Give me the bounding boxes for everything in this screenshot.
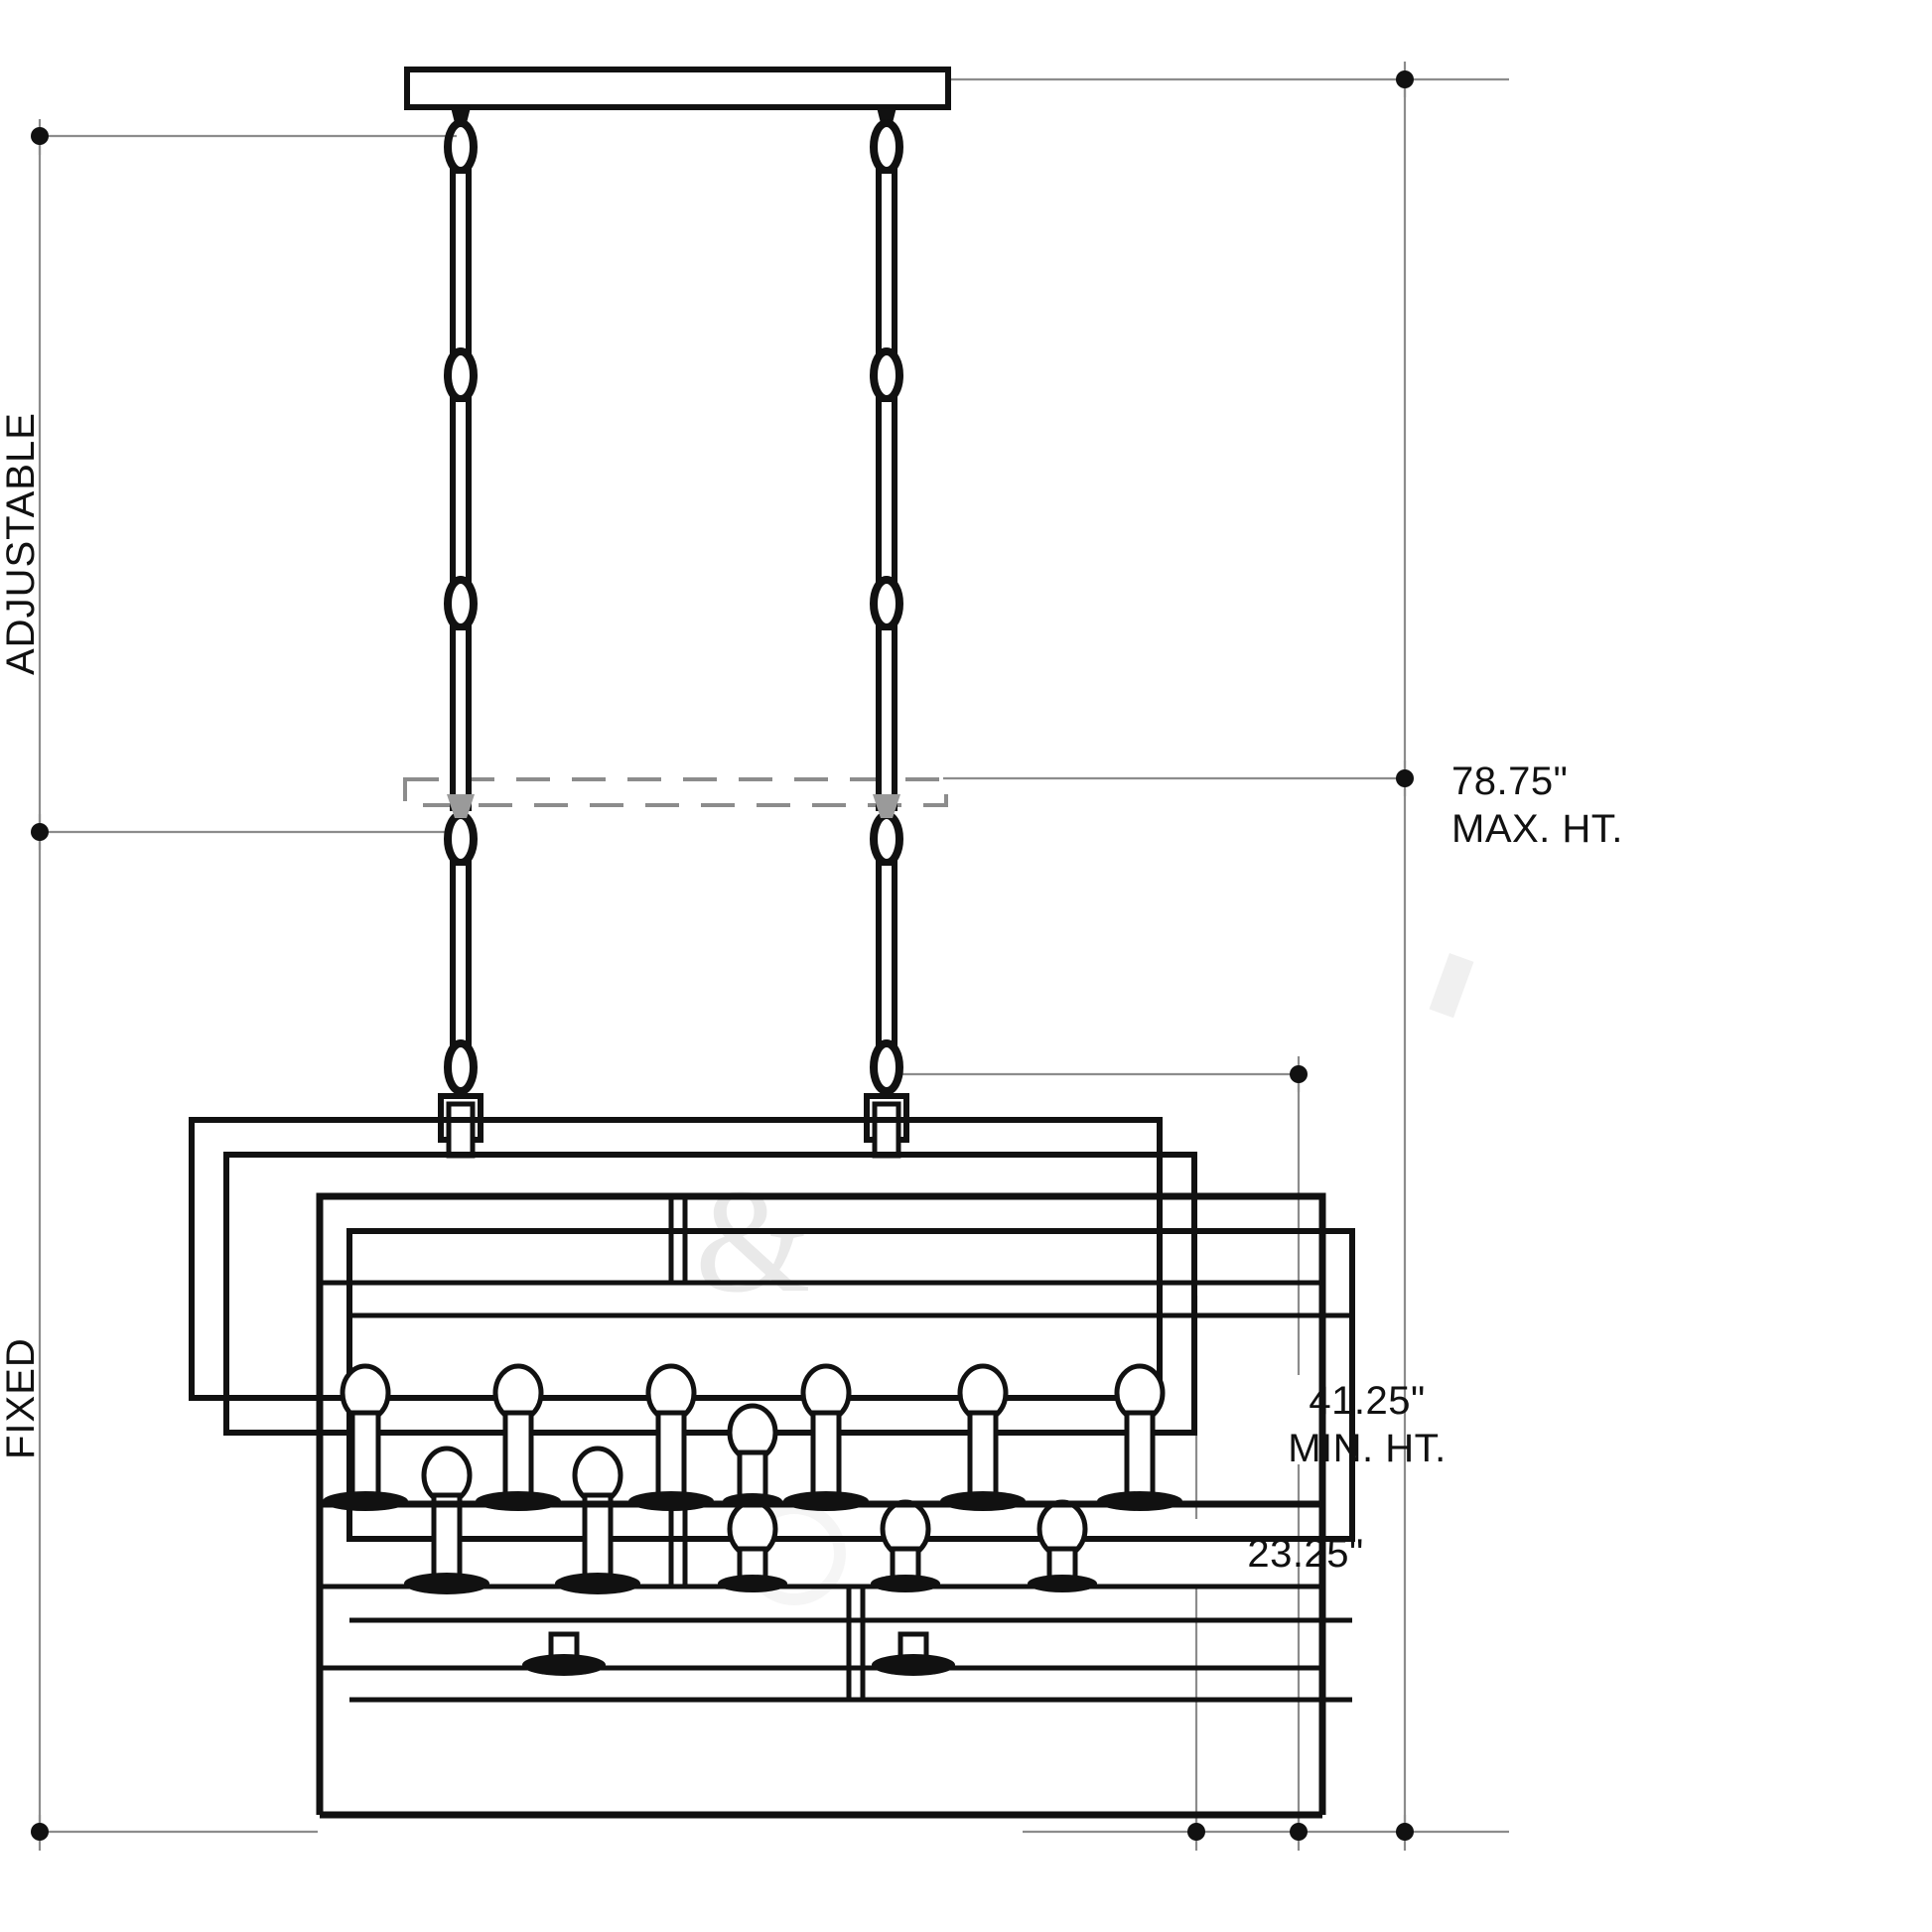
endpoint-dot-adjustable-top <box>31 127 49 145</box>
right-chain-rod-3 <box>876 624 897 811</box>
bulb-sleeve <box>431 1492 463 1584</box>
bulb-bobeche <box>718 1575 787 1592</box>
right-chain-connector-inner <box>872 1101 901 1159</box>
right-ghost-hanger <box>873 794 900 818</box>
bulb-bobeche <box>522 1654 606 1676</box>
bulb-sleeve <box>1124 1410 1156 1501</box>
bulb-sleeve <box>737 1449 768 1501</box>
left-chain-hanger <box>451 107 471 123</box>
left-chain-rod-4 <box>450 860 472 1046</box>
endpoint-dot-min-bottom <box>1290 1823 1308 1841</box>
bulb <box>323 1363 408 1511</box>
dimension-min-caption: MIN. HT. <box>1288 1427 1447 1470</box>
bulb-sleeve <box>349 1410 381 1501</box>
side-labels-group: ADJUSTABLE FIXED <box>0 412 43 1459</box>
endpoint-dot-max-bottom <box>1396 1823 1414 1841</box>
frame-front-overlay <box>316 1192 1326 1508</box>
bulb <box>404 1446 489 1594</box>
bulb <box>1028 1499 1097 1592</box>
right-chain-rod-2 <box>876 396 897 583</box>
bulb-bobeche <box>1028 1575 1097 1592</box>
label-adjustable: ADJUSTABLE <box>0 412 43 675</box>
watermark-ampersand: & <box>695 1159 811 1323</box>
endpoint-dot-adjustable-bottom <box>31 823 49 841</box>
dimension-max-caption: MAX. HT. <box>1451 807 1623 851</box>
bulb <box>871 1499 940 1592</box>
left-ghost-hanger <box>447 794 475 818</box>
frame-outer-inner <box>223 1152 1197 1436</box>
watermark-group: & <box>695 953 1474 1605</box>
bulb <box>522 1631 606 1676</box>
dimension-endpoints-group <box>31 70 1414 1841</box>
endpoint-dot-fixed-bottom <box>31 1823 49 1841</box>
right-chain-rod-1 <box>876 168 897 354</box>
canopy <box>404 67 951 110</box>
label-fixed: FIXED <box>0 1337 43 1459</box>
bulb <box>718 1499 787 1592</box>
endpoint-dot-max-mid <box>1396 769 1414 787</box>
bulb-bobeche <box>404 1573 489 1594</box>
right-chain-hanger <box>877 107 897 123</box>
left-chain-rod-3 <box>450 624 472 811</box>
bulb <box>872 1631 955 1676</box>
dimension-max-value: 78.75" <box>1451 759 1568 803</box>
bulb-bobeche <box>872 1654 955 1676</box>
bulb-bobeche <box>871 1575 940 1592</box>
watermark-mark <box>1429 953 1474 1019</box>
bulb-sleeve <box>582 1492 614 1584</box>
bulb-bobeche <box>555 1573 640 1594</box>
right-chain <box>864 107 909 1159</box>
left-chain-rod-1 <box>450 168 472 354</box>
endpoint-dot-body-bottom <box>1187 1823 1205 1841</box>
bulb-sleeve <box>810 1410 842 1501</box>
ghost-canopy <box>403 777 948 807</box>
endpoint-dot-min-top <box>1290 1065 1308 1083</box>
dimension-text-group: 78.75" MAX. HT. 41.25" MIN. HT. 23.25" <box>1247 759 1623 1576</box>
right-chain-rod-4 <box>876 860 897 1046</box>
canopy-plate <box>404 67 951 110</box>
bulb-sleeve <box>655 1410 687 1501</box>
ghost-canopy-outline <box>403 777 948 807</box>
frame-overlay <box>316 1192 1326 1819</box>
endpoint-dot-max-top <box>1396 70 1414 88</box>
bulb-sleeve <box>502 1410 534 1501</box>
fixture-ties <box>668 1196 866 1700</box>
dimension-min-value: 41.25" <box>1309 1379 1425 1423</box>
left-chain-connector-inner <box>446 1101 476 1159</box>
bulb-sleeve <box>967 1410 999 1501</box>
left-chain <box>438 107 483 1159</box>
bulb <box>555 1446 640 1594</box>
left-chain-rod-2 <box>450 396 472 583</box>
